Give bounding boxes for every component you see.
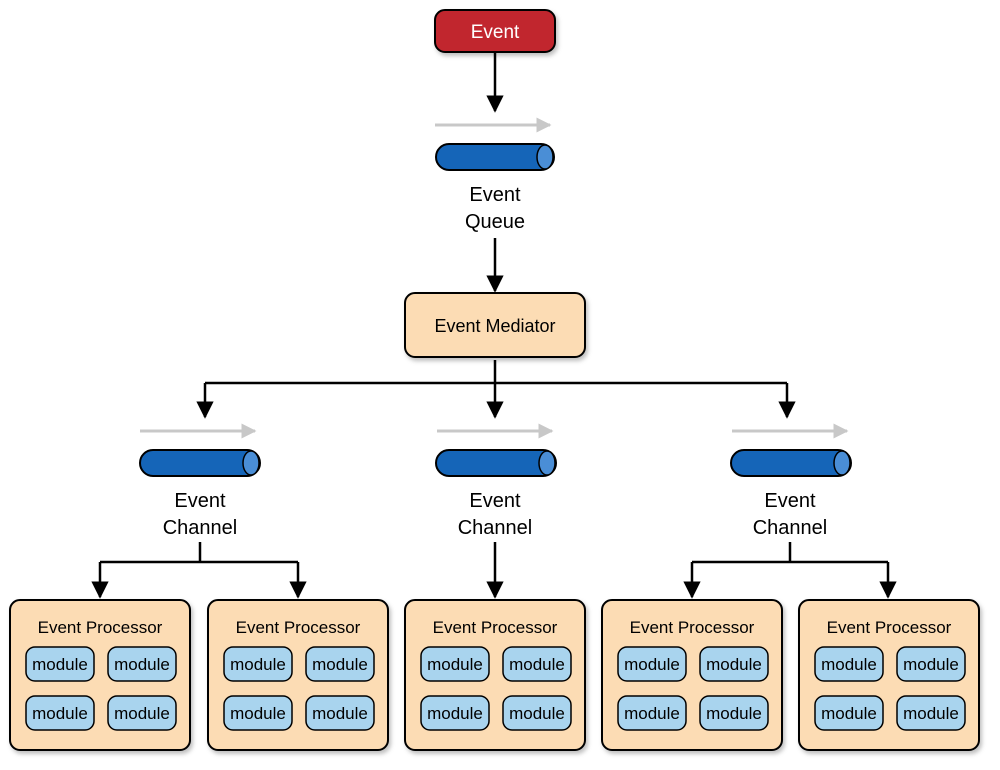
event-channel-label-line2: Channel: [753, 517, 828, 539]
module: module: [896, 695, 966, 731]
event-node: Event: [434, 9, 556, 53]
event-channel-2: Event Channel: [435, 423, 557, 539]
module: module: [25, 646, 95, 682]
module: module: [420, 695, 490, 731]
svg-text:module: module: [706, 655, 762, 674]
module: module: [223, 646, 293, 682]
event-processor-3: Event Processor module module module mod…: [404, 599, 586, 751]
event-processor-label: Event Processor: [38, 618, 163, 637]
event-channel-1: Event Channel: [139, 423, 261, 539]
event-processor-2: Event Processor module module module mod…: [207, 599, 389, 751]
event-processor-5: Event Processor module module module mod…: [798, 599, 980, 751]
event-channel-label-line1: Event: [469, 490, 521, 512]
event-processor-label: Event Processor: [827, 618, 952, 637]
svg-text:module: module: [706, 704, 762, 723]
event-channel-label-line1: Event: [764, 490, 816, 512]
svg-text:module: module: [114, 655, 170, 674]
pipe-icon: [435, 449, 557, 477]
event-channel-label-line1: Event: [174, 490, 226, 512]
svg-text:module: module: [427, 655, 483, 674]
event-mediator-node: Event Mediator: [404, 292, 586, 358]
svg-text:module: module: [624, 704, 680, 723]
module: module: [502, 695, 572, 731]
svg-text:module: module: [312, 655, 368, 674]
event-mediator-box: [404, 292, 586, 358]
module: module: [814, 695, 884, 731]
svg-text:module: module: [230, 704, 286, 723]
module: module: [305, 695, 375, 731]
svg-text:module: module: [230, 655, 286, 674]
svg-text:module: module: [624, 655, 680, 674]
event-processor-label: Event Processor: [433, 618, 558, 637]
svg-text:module: module: [509, 704, 565, 723]
svg-text:module: module: [427, 704, 483, 723]
event-label: Event: [471, 22, 520, 43]
pipe-icon: [730, 449, 852, 477]
event-channel-3: Event Channel: [730, 423, 852, 539]
svg-text:module: module: [903, 655, 959, 674]
module: module: [617, 646, 687, 682]
event-queue-label-line2: Queue: [465, 211, 525, 233]
event-box: [434, 9, 556, 53]
module: module: [896, 646, 966, 682]
event-processor-1: Event Processor module module module mod…: [9, 599, 191, 751]
module: module: [107, 695, 177, 731]
event-processor-label: Event Processor: [630, 618, 755, 637]
event-channel-label-line2: Channel: [163, 517, 238, 539]
module: module: [699, 646, 769, 682]
event-mediator-label: Event Mediator: [434, 316, 555, 336]
svg-text:module: module: [821, 655, 877, 674]
module: module: [502, 646, 572, 682]
event-processor-4: Event Processor module module module mod…: [601, 599, 783, 751]
pipe-icon: [435, 143, 555, 171]
svg-text:module: module: [114, 704, 170, 723]
module: module: [107, 646, 177, 682]
svg-text:module: module: [821, 704, 877, 723]
svg-text:module: module: [903, 704, 959, 723]
svg-text:module: module: [32, 704, 88, 723]
module: module: [699, 695, 769, 731]
module: module: [814, 646, 884, 682]
module: module: [420, 646, 490, 682]
svg-text:module: module: [32, 655, 88, 674]
event-channel-label-line2: Channel: [458, 517, 533, 539]
connectors: [91, 53, 897, 599]
module: module: [25, 695, 95, 731]
event-queue: Event Queue: [435, 117, 555, 233]
pipe-icon: [139, 449, 261, 477]
svg-text:module: module: [312, 704, 368, 723]
event-queue-label-line1: Event: [469, 184, 521, 206]
module: module: [223, 695, 293, 731]
module: module: [617, 695, 687, 731]
svg-text:module: module: [509, 655, 565, 674]
event-processor-label: Event Processor: [236, 618, 361, 637]
module: module: [305, 646, 375, 682]
